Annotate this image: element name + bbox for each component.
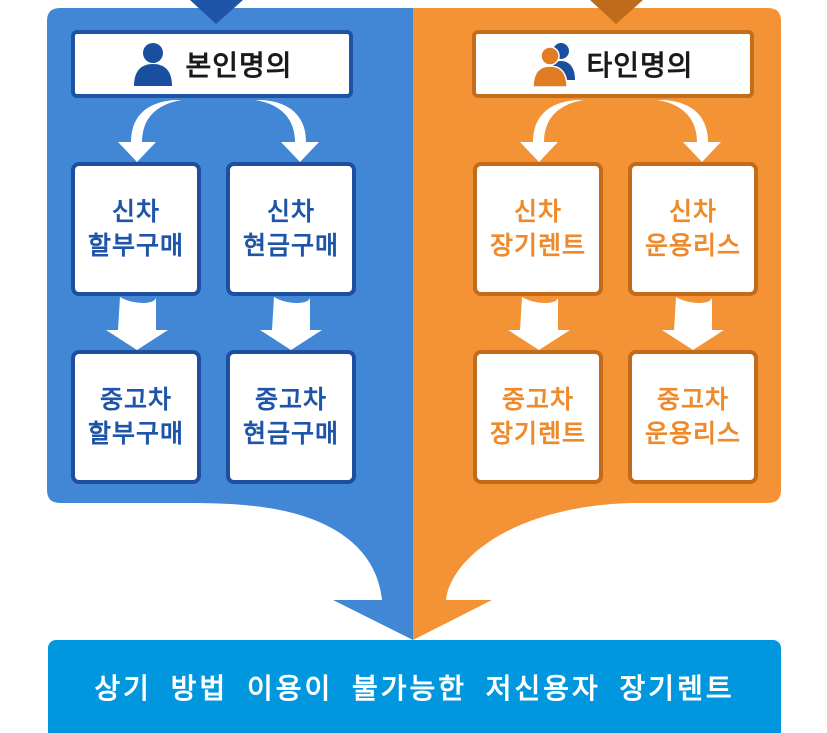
option-box-used-car-lease: 중고차 운용리스	[628, 350, 758, 484]
option-line: 할부구매	[87, 419, 184, 448]
option-line: 중고차	[254, 385, 327, 414]
left-branch-arrows	[106, 100, 322, 350]
option-box-new-car-long-rent: 신차 장기렌트	[473, 162, 603, 296]
option-line: 할부구매	[87, 231, 184, 260]
two-people-icon	[532, 43, 576, 88]
own-name-label: 본인명의	[185, 49, 293, 82]
right-panel	[413, 8, 781, 640]
option-line: 운용리스	[644, 231, 741, 260]
option-box-used-car-long-rent: 중고차 장기렌트	[473, 350, 603, 484]
option-line: 신차	[513, 197, 562, 226]
own-name-header: 본인명의	[71, 30, 353, 98]
result-banner-text: 상기 방법 이용이 불가능한 저신용자 장기렌트	[94, 671, 735, 705]
option-line: 장기렌트	[489, 231, 586, 260]
right-top-arrow	[590, 0, 643, 24]
right-branch-arrows	[508, 100, 724, 350]
option-line: 현금구매	[242, 231, 339, 260]
option-box-used-car-cash: 중고차 현금구매	[226, 350, 356, 484]
option-box-new-car-installment: 신차 할부구매	[71, 162, 201, 296]
other-name-header: 타인명의	[472, 30, 754, 98]
other-name-label: 타인명의	[586, 49, 694, 82]
option-line: 현금구매	[242, 419, 339, 448]
option-line: 신차	[266, 197, 315, 226]
left-panel	[47, 8, 413, 640]
left-top-arrow	[190, 0, 243, 24]
option-line: 중고차	[656, 385, 729, 414]
option-line: 운용리스	[644, 419, 741, 448]
option-line: 신차	[668, 197, 717, 226]
person-icon	[134, 43, 173, 86]
option-line: 중고차	[501, 385, 574, 414]
option-line: 신차	[111, 197, 160, 226]
option-box-new-car-cash: 신차 현금구매	[226, 162, 356, 296]
result-banner: 상기 방법 이용이 불가능한 저신용자 장기렌트	[48, 640, 781, 733]
option-box-used-car-installment: 중고차 할부구매	[71, 350, 201, 484]
option-line: 중고차	[99, 385, 172, 414]
option-box-new-car-lease: 신차 운용리스	[628, 162, 758, 296]
option-line: 장기렌트	[489, 419, 586, 448]
